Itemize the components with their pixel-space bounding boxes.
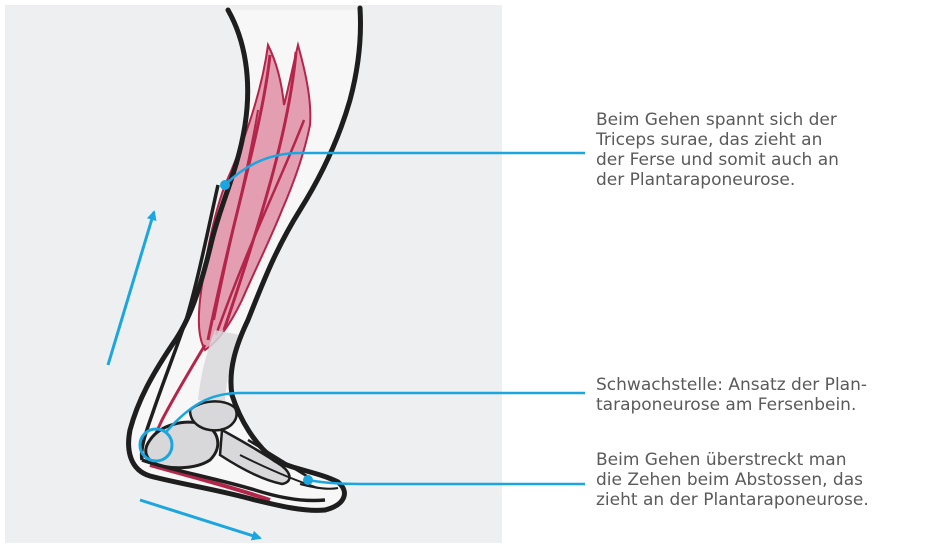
triceps-annotation: Beim Gehen spannt sich der Triceps surae… xyxy=(596,110,946,190)
annotation-line: Schwachstelle: Ansatz der Plan- xyxy=(596,375,946,395)
annotation-line: zieht an der Plantaraponeurose. xyxy=(596,490,946,510)
annotation-line: der Plantaraponeurose. xyxy=(596,170,946,190)
weak-point-annotation: Schwachstelle: Ansatz der Plan- tarapone… xyxy=(596,375,946,415)
annotation-line: Beim Gehen überstreckt man xyxy=(596,450,946,470)
annotation-line: der Ferse und somit auch an xyxy=(596,150,946,170)
annotation-line: taraponeurose am Fersenbein. xyxy=(596,395,946,415)
toes-annotation: Beim Gehen überstreckt man die Zehen bei… xyxy=(596,450,946,510)
annotation-line: Beim Gehen spannt sich der xyxy=(596,110,946,130)
annotation-line: Triceps surae, das zieht an xyxy=(596,130,946,150)
annotation-line: die Zehen beim Abstossen, das xyxy=(596,470,946,490)
